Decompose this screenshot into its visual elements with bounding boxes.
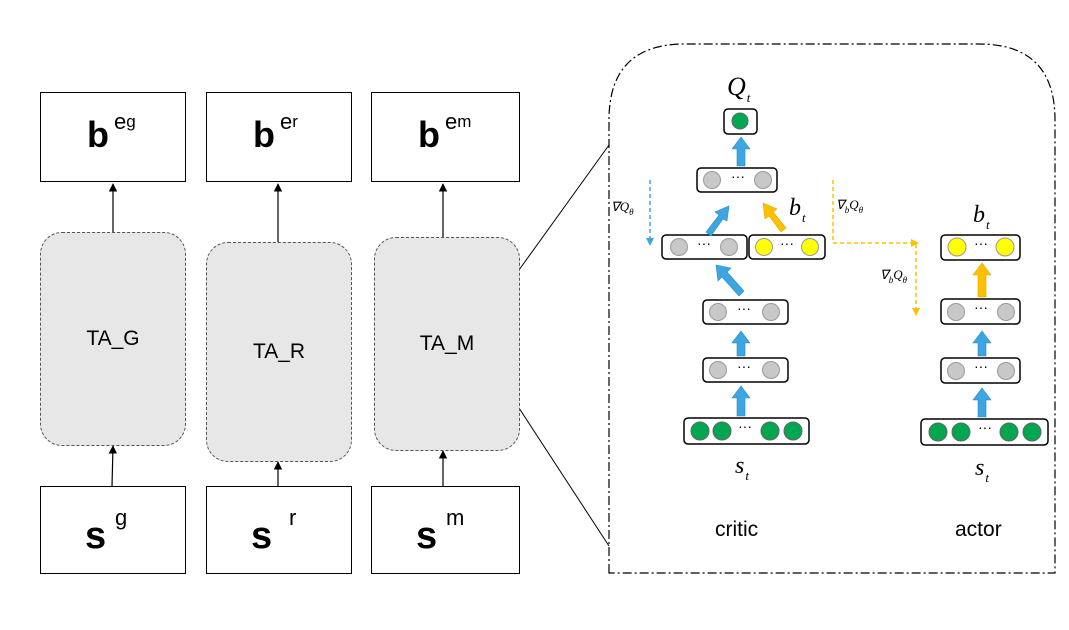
blue-arrow	[731, 330, 751, 357]
node-green	[1022, 422, 1042, 442]
input-sup: m	[446, 505, 465, 530]
blue-arrow	[972, 330, 992, 357]
node-gray	[947, 303, 965, 321]
node-yellow	[995, 237, 1015, 257]
zoom-panel-outline	[608, 43, 1056, 574]
ellipsis: ···	[974, 235, 988, 251]
node-green	[690, 421, 710, 441]
q-label: Qt	[727, 72, 751, 105]
node-gray	[947, 362, 965, 380]
ellipsis: ···	[780, 235, 794, 251]
b-label-actor: bt	[973, 202, 990, 232]
ellipsis: ···	[737, 300, 751, 316]
blue-arrow	[705, 205, 730, 237]
node-gray	[997, 303, 1015, 321]
gold-arrow	[972, 262, 992, 298]
s-label-critic: st	[735, 453, 749, 483]
node-gray	[997, 362, 1015, 380]
ellipsis: ···	[738, 418, 752, 434]
output-base: b	[253, 114, 275, 155]
blue-arrow	[731, 385, 751, 417]
grad-bq-label-side: ∇bQθ	[880, 267, 908, 285]
grad-bq-arrow	[832, 180, 917, 310]
column-arrows	[108, 183, 448, 487]
b-label-critic: bt	[789, 195, 806, 225]
actor-input-layer	[920, 418, 1049, 446]
ellipsis: ···	[731, 168, 745, 184]
blue-arrow	[715, 264, 745, 297]
ellipsis: ···	[974, 358, 988, 374]
zoom-line-bottom	[518, 407, 610, 547]
node-yellow	[801, 238, 819, 256]
node-green	[928, 422, 948, 442]
output-box-r: b er	[206, 92, 352, 182]
critic-caption: critic	[715, 518, 759, 541]
node-green	[712, 421, 732, 441]
node-green	[783, 421, 803, 441]
node-green	[731, 112, 749, 130]
arrow-s-g-to-ta	[108, 445, 118, 487]
agent-block-g: TA_G	[40, 232, 186, 446]
grad-bq-arrowhead-mid	[911, 239, 919, 247]
s-label-actor: st	[975, 455, 989, 485]
node-gray	[709, 361, 727, 379]
gold-arrow	[762, 202, 787, 233]
output-sup: eg	[114, 109, 136, 134]
critic-network	[661, 108, 826, 445]
output-sup: er	[280, 109, 298, 134]
node-gray	[670, 238, 688, 256]
input-sup: g	[115, 505, 128, 530]
blue-arrow	[972, 387, 992, 418]
input-base: s	[251, 515, 273, 557]
agent-block-r: TA_R	[206, 242, 352, 462]
ellipsis: ···	[978, 419, 992, 435]
input-base: s	[85, 515, 107, 557]
actor-network	[920, 234, 1049, 446]
zoom-line-top	[518, 144, 610, 271]
input-sup: r	[289, 505, 297, 530]
node-yellow	[755, 238, 773, 256]
agent-label: TA_M	[419, 332, 475, 355]
node-green	[760, 421, 780, 441]
output-sup: em	[445, 109, 472, 134]
input-base: s	[416, 515, 438, 557]
node-green	[951, 422, 971, 442]
node-gray	[754, 171, 772, 189]
node-gray	[703, 171, 721, 189]
input-box-m: s m	[371, 486, 520, 574]
node-gray	[720, 238, 738, 256]
input-box-r: s r	[206, 486, 352, 574]
agent-label: TA_G	[86, 327, 140, 350]
grad-bq-label-top: ∇bQθ	[836, 197, 864, 215]
output-base: b	[87, 114, 109, 155]
node-green	[999, 422, 1019, 442]
actor-forward-arrows	[972, 330, 992, 418]
node-gray	[709, 303, 727, 321]
ellipsis: ···	[697, 235, 711, 251]
input-box-g: s g	[40, 486, 186, 574]
node-gray	[762, 361, 780, 379]
output-box-m: b em	[371, 92, 520, 182]
blue-arrow	[731, 136, 751, 167]
output-base: b	[418, 114, 440, 155]
gradient-arrows	[649, 180, 917, 310]
critic-forward-arrows	[705, 136, 751, 417]
node-yellow	[947, 237, 967, 257]
grad-q-arrowhead	[646, 238, 654, 246]
node-gray	[762, 303, 780, 321]
ellipsis: ···	[974, 299, 988, 315]
agent-block-m: TA_M	[374, 237, 520, 451]
actor-caption: actor	[955, 518, 1002, 541]
agent-label: TA_R	[252, 340, 306, 363]
output-box-g: b eg	[40, 92, 186, 182]
grad-q-label: ∇Qθ	[611, 199, 634, 217]
ellipsis: ···	[737, 358, 751, 374]
grad-bq-arrowhead-end	[912, 308, 920, 316]
